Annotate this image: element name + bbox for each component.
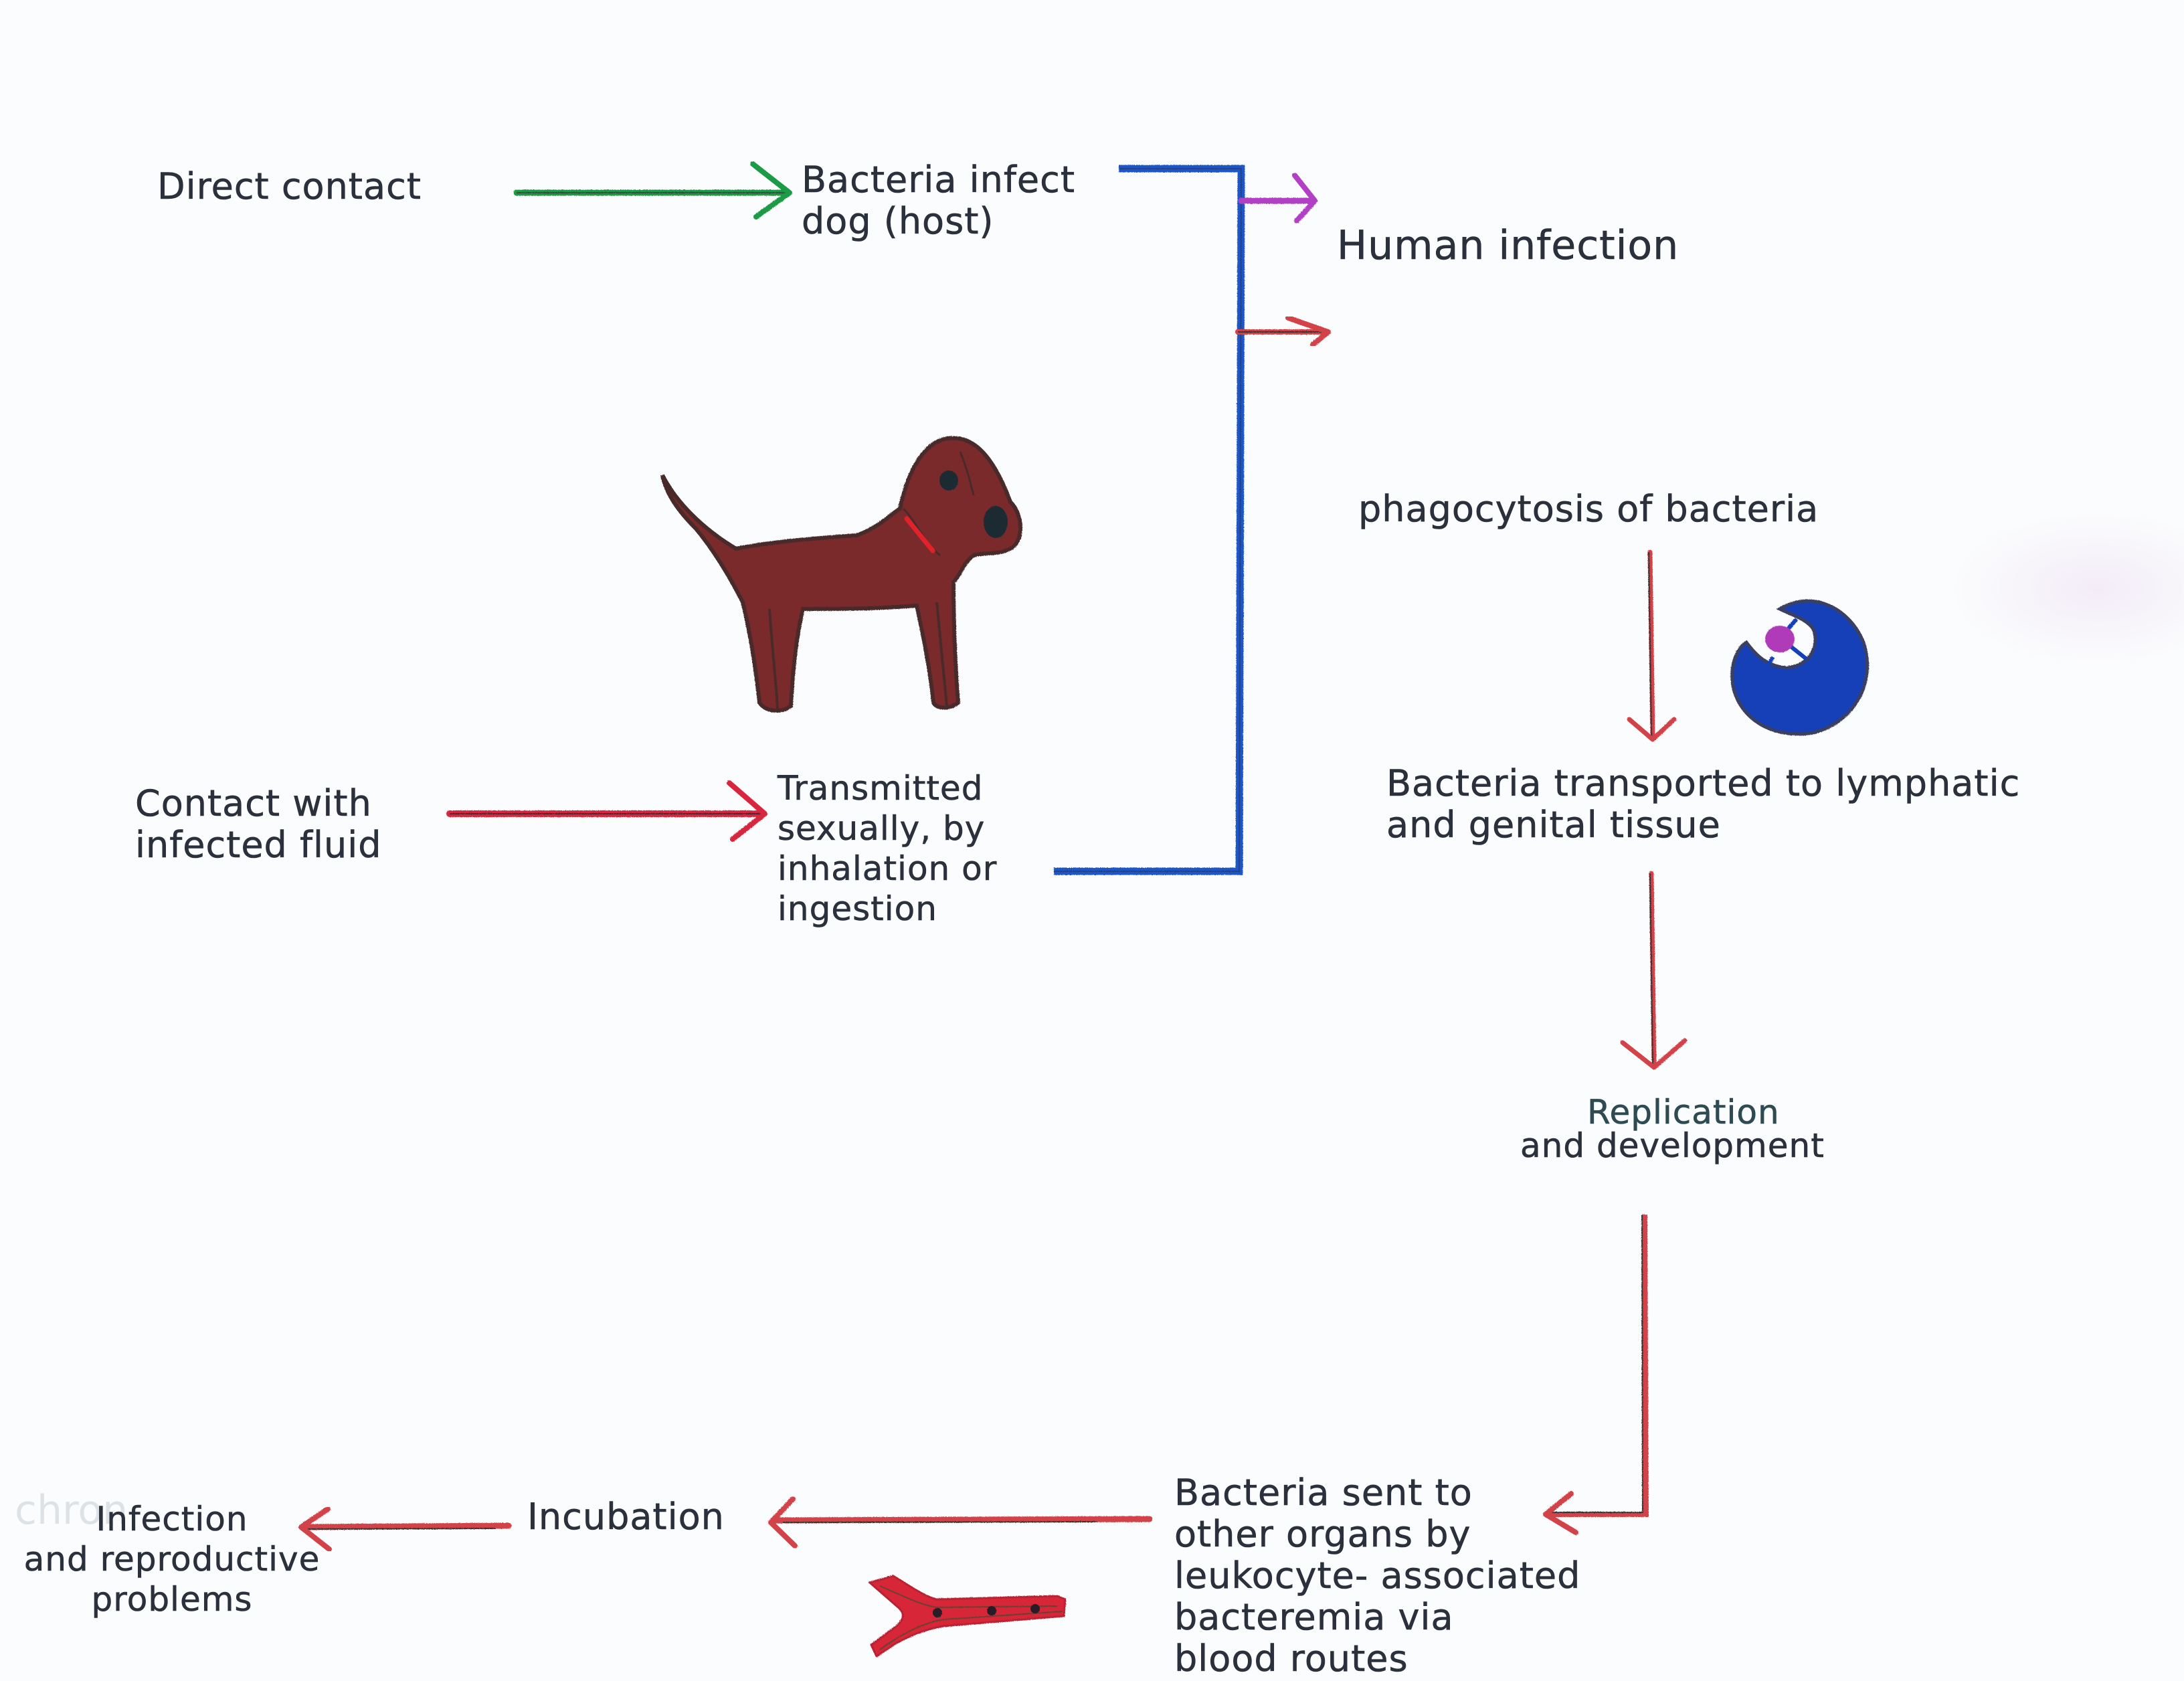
arrow-to-incubation — [768, 1496, 1153, 1549]
arrow-to-phagocytosis — [1235, 315, 1331, 347]
arrow-down-2 — [1620, 871, 1688, 1070]
erased-text: chron — [15, 1487, 128, 1534]
blood-vessel-illustration — [867, 1575, 1067, 1658]
node-bacteria-infect-dog: Bacteria infect dog (host) — [802, 159, 1076, 242]
blue-merge-bracket — [1054, 165, 1245, 875]
arrow-to-human-infection — [1238, 173, 1317, 224]
node-incubation: Incubation — [527, 1496, 725, 1538]
dog-illustration — [660, 436, 1022, 713]
arrow-down-1 — [1627, 549, 1677, 742]
arrow-contact-fluid — [446, 780, 767, 842]
node-replication-line1: Replication — [1587, 1093, 1780, 1132]
node-phagocytosis: phagocytosis of bacteria — [1358, 488, 1819, 530]
node-infection-problems: Infection and reproductive problems — [23, 1500, 321, 1619]
arrow-elbow-to-organs — [1543, 1214, 1649, 1535]
node-sent-to-organs: Bacteria sent to other organs by leukocy… — [1174, 1472, 1581, 1680]
node-human-infection: Human infection — [1337, 222, 1679, 269]
phagocyte-illustration — [1730, 599, 1870, 736]
node-transmitted: Transmitted sexually, by inhalation or i… — [778, 769, 998, 929]
node-contact-fluid: Contact with infected fluid — [135, 782, 382, 866]
arrow-to-infection-problems — [298, 1506, 512, 1552]
node-direct-contact: Direct contact — [157, 165, 422, 207]
arrow-direct-contact — [513, 161, 792, 219]
node-replication-line2: and development — [1520, 1126, 1825, 1166]
node-transported-to-tissue: Bacteria transported to lymphatic and ge… — [1386, 762, 2021, 846]
